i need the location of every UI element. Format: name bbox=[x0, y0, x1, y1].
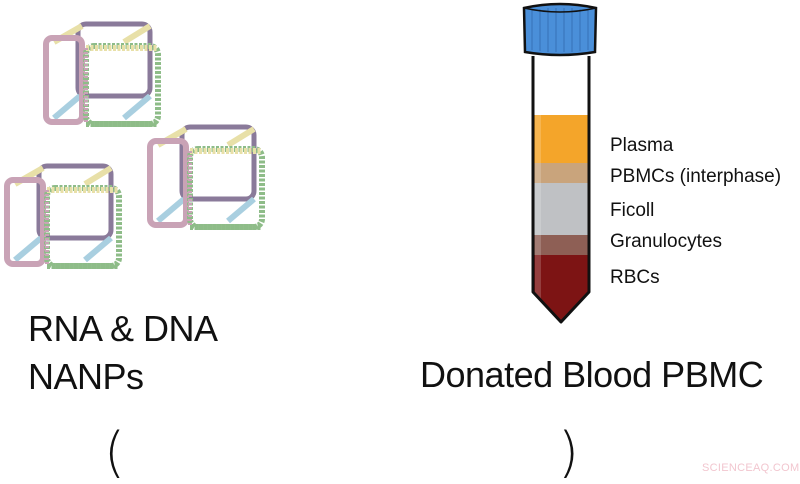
layer-label-rbcs: RBCs bbox=[610, 267, 660, 288]
layer-label-plasma: Plasma bbox=[610, 135, 674, 156]
centrifuge-tube-illustration bbox=[515, 0, 605, 330]
layer-label-ficoll: Ficoll bbox=[610, 200, 655, 221]
layer-label-granulocytes: Granulocytes bbox=[610, 231, 722, 252]
nanps-title-line1: RNA & DNA bbox=[28, 308, 218, 349]
layer-label-pbmcs: PBMCs (interphase) bbox=[610, 166, 782, 187]
nanp-cube-icon bbox=[0, 0, 280, 290]
left-parenthesis: ( bbox=[104, 421, 126, 484]
nanps-title-line2: NANPs bbox=[28, 356, 144, 397]
watermark: SCIENCEAQ.COM bbox=[702, 462, 800, 474]
blood-pbmc-title: Donated Blood PBMC bbox=[420, 354, 764, 395]
centrifuge-tube-icon bbox=[522, 2, 598, 324]
right-parenthesis: ) bbox=[558, 421, 580, 484]
nanp-cubes-illustration bbox=[0, 0, 280, 290]
